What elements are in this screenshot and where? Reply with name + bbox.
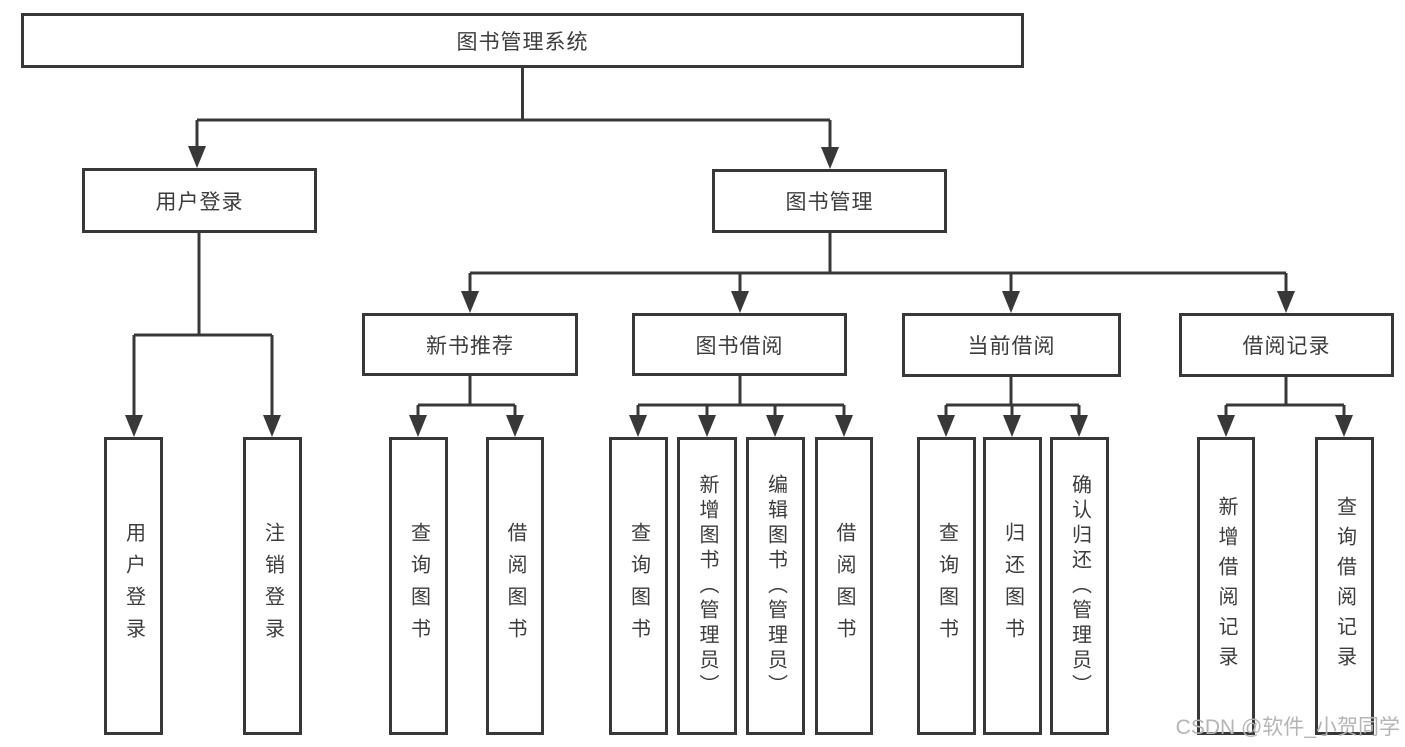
leaf-label: 新增图书（管理员） [696, 473, 718, 699]
node-box-borrow-record: 借阅记录 [1179, 313, 1394, 377]
node-box-book-borrow: 图书借阅 [632, 313, 847, 376]
leaf-box-edit-books-admin: 编辑图书（管理员） [746, 437, 805, 735]
leaf-box-borrow-books-1: 借阅图书 [486, 437, 544, 735]
leaf-label: 查询图书 [935, 522, 958, 650]
node-label-current-borrow: 当前借阅 [967, 335, 1056, 358]
leaf-box-query-books-2: 查询图书 [609, 437, 668, 735]
node-label-root: 图书管理系统 [456, 30, 589, 54]
leaf-label: 借阅图书 [833, 522, 855, 650]
leaf-label: 确认归还（管理员） [1068, 473, 1091, 699]
leaf-box-return-books: 归还图书 [983, 437, 1042, 735]
leaf-label: 编辑图书（管理员） [764, 473, 787, 699]
leaf-box-logout: 注销登录 [243, 437, 302, 735]
leaf-box-add-books-admin: 新增图书（管理员） [677, 437, 737, 735]
leaf-box-query-borrow-record: 查询借阅记录 [1315, 437, 1374, 735]
leaf-box-add-borrow-record: 新增借阅记录 [1197, 437, 1255, 735]
node-label-user-login: 用户登录 [155, 190, 244, 214]
leaf-box-query-books-3: 查询图书 [917, 437, 976, 735]
leaf-box-confirm-return-admin: 确认归还（管理员） [1050, 437, 1109, 735]
node-box-book-mgmt: 图书管理 [712, 169, 947, 233]
leaf-label: 借阅图书 [504, 522, 526, 650]
node-box-current-borrow: 当前借阅 [902, 313, 1121, 377]
leaf-label: 查询图书 [627, 522, 650, 650]
node-box-new-book-rec: 新书推荐 [362, 313, 578, 376]
leaf-label: 归还图书 [1001, 522, 1024, 650]
leaf-box-borrow-books-2: 借阅图书 [815, 437, 873, 735]
csdn-watermark: CSDN @软件_小贺同学 [1175, 716, 1400, 739]
leaf-label: 新增借阅记录 [1215, 496, 1237, 676]
leaf-box-query-books-1: 查询图书 [389, 437, 448, 735]
node-box-root: 图书管理系统 [21, 13, 1024, 68]
node-label-book-borrow: 图书借阅 [695, 334, 784, 358]
leaf-label: 查询图书 [407, 522, 430, 650]
leaf-label: 用户登录 [122, 522, 145, 650]
node-label-new-book-rec: 新书推荐 [426, 334, 514, 358]
leaf-label: 查询借阅记录 [1333, 496, 1356, 676]
leaf-box-user-login: 用户登录 [104, 437, 163, 735]
node-label-borrow-record: 借阅记录 [1242, 335, 1331, 358]
node-box-user-login: 用户登录 [82, 168, 317, 233]
leaf-label: 注销登录 [261, 522, 284, 650]
node-label-book-mgmt: 图书管理 [785, 191, 874, 214]
arrowheads [125, 146, 1353, 437]
